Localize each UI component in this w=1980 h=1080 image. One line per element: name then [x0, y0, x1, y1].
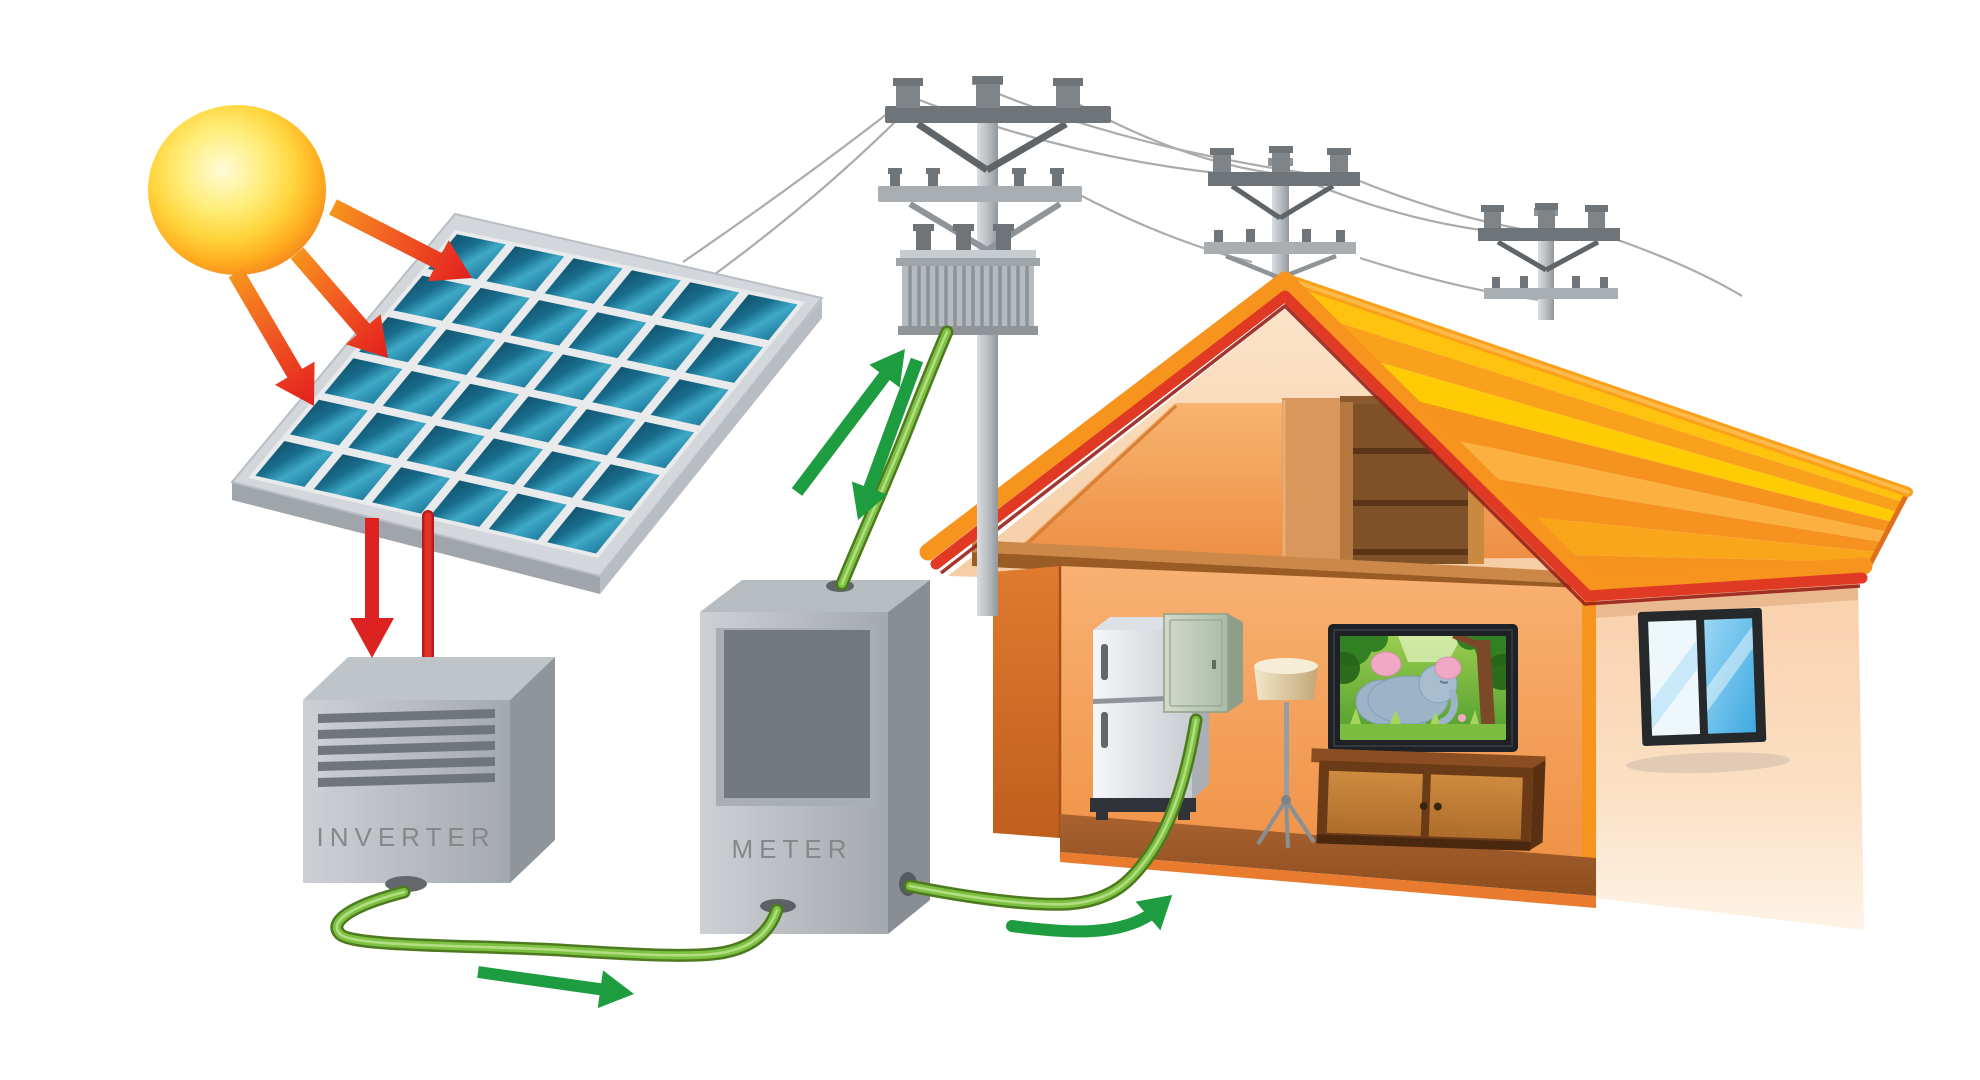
panel-cell	[324, 358, 403, 404]
sun-rays	[228, 199, 472, 406]
floor	[1060, 814, 1596, 908]
sun-ray-arrow	[329, 199, 472, 282]
dc-flow-arrow	[350, 518, 394, 658]
roof-stripe	[1360, 357, 1898, 522]
panel-cell	[581, 464, 660, 511]
panel-cell	[510, 300, 589, 346]
roof-stripe	[1322, 317, 1903, 512]
tv-cabinet	[1311, 748, 1546, 851]
utility-pole-3	[1478, 203, 1620, 320]
panel-cell	[544, 258, 623, 304]
panel-cell	[557, 409, 636, 456]
crossarm-lower	[878, 186, 1082, 202]
crossarm-top	[885, 106, 1111, 123]
power-lines	[682, 88, 1743, 302]
panel-cell	[417, 329, 496, 375]
fridge-handle	[1101, 712, 1108, 748]
breaker-latch	[1212, 660, 1216, 669]
insulators	[893, 76, 1083, 108]
cabinet-door	[1326, 770, 1423, 837]
transformer	[896, 224, 1040, 335]
transformer-body	[902, 266, 1034, 328]
house	[919, 271, 1913, 930]
panel-cell	[592, 366, 671, 413]
panel-cell	[451, 287, 530, 334]
roof-back-edge	[1863, 490, 1911, 574]
roof-stripe	[1398, 396, 1893, 532]
panel-cell	[661, 282, 740, 329]
panel-cell	[499, 396, 578, 443]
utility-pole-2	[1204, 146, 1360, 284]
grid-export-arrow	[791, 349, 905, 496]
panel-cell	[430, 480, 509, 527]
inverter-vents	[318, 709, 495, 787]
inverter: INVERTER	[303, 657, 555, 892]
window-pane-right	[1704, 618, 1757, 734]
panel-cell	[441, 383, 520, 430]
panel-cell	[533, 354, 612, 401]
breaker-panel	[1163, 613, 1243, 713]
meter-display	[724, 630, 870, 798]
cable-inverter-to-meter	[330, 885, 784, 962]
ac-cables	[330, 325, 1203, 962]
roof-fascia	[919, 271, 1873, 606]
house-flow-arrow-head	[1135, 895, 1173, 931]
window-shadow	[1626, 752, 1791, 774]
roof-stripe	[1436, 436, 1887, 542]
house-flow-arrow	[1006, 910, 1154, 938]
lamp-shade	[1254, 666, 1318, 700]
cabinet-door	[1428, 774, 1523, 840]
sun-ray-arrow	[228, 268, 315, 406]
panel-cell	[602, 270, 681, 316]
ac-flow-arrow	[477, 966, 634, 1009]
utility-pole-main	[878, 76, 1111, 616]
sun-ray-arrow	[290, 247, 388, 358]
cable-meter-to-house	[903, 713, 1203, 911]
panel-cell	[382, 371, 461, 417]
panel-cell	[464, 438, 543, 485]
panel-cell	[568, 312, 647, 359]
panel-cell	[650, 379, 729, 426]
panel-cell	[547, 506, 626, 554]
panel-cell	[486, 246, 565, 292]
panel-cell	[488, 493, 567, 541]
floor-lamp	[1254, 658, 1318, 849]
panel-cell	[719, 294, 798, 341]
panel-cell	[255, 441, 334, 487]
cutaway-left-wall	[993, 566, 1060, 838]
sun	[148, 105, 326, 275]
panel-cell	[523, 451, 602, 498]
tv	[1328, 624, 1518, 752]
sun-disc	[148, 105, 326, 275]
flow-arrows	[350, 349, 1173, 1009]
cable-meter-to-transformer	[835, 325, 954, 591]
meter-label: METER	[732, 834, 853, 864]
meter: METER	[700, 580, 930, 934]
fridge-handle	[1101, 644, 1108, 680]
roof-stripe	[1474, 475, 1882, 552]
panel-cell	[406, 425, 485, 472]
panel-cell	[289, 399, 368, 446]
tv-screen	[1340, 636, 1506, 740]
grid-import-arrow	[851, 357, 924, 520]
solar-panel	[230, 212, 824, 594]
panel-cell	[313, 454, 392, 501]
panel-cell	[626, 324, 705, 371]
window	[1626, 607, 1791, 774]
tv-tree	[1476, 640, 1496, 740]
panel-cell	[348, 412, 427, 459]
panel-cell-grid	[255, 234, 798, 554]
panel-cell	[685, 336, 764, 383]
panel-cell	[393, 275, 472, 321]
panel-cell	[475, 341, 554, 388]
inverter-label: INVERTER	[317, 822, 496, 852]
panel-cell	[372, 467, 451, 514]
roof-stripe	[1512, 515, 1877, 562]
panel-cell	[616, 421, 695, 469]
